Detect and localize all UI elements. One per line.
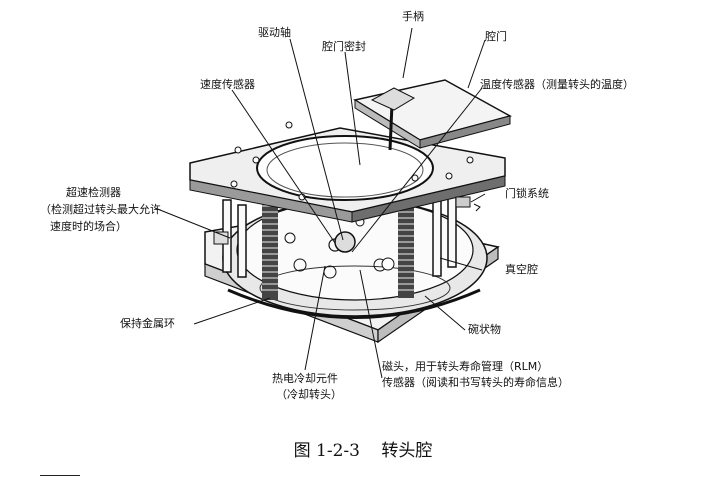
label-thermo-1: 热电冷却元件 bbox=[272, 372, 338, 385]
label-magnet-1: 磁头，用于转头寿命管理（RLM） bbox=[382, 360, 549, 373]
handle-part bbox=[370, 87, 416, 151]
leader-lines bbox=[154, 27, 486, 379]
door-seal-ring bbox=[256, 135, 434, 201]
label-bowl: 碗状物 bbox=[468, 323, 501, 336]
thermoelectric-coil-left bbox=[262, 200, 278, 300]
label-vacuum-chamber: 真空腔 bbox=[505, 263, 538, 276]
figure-caption: 图 1-2-3 转头腔 bbox=[0, 436, 726, 461]
figure-title: 转头腔 bbox=[381, 441, 433, 461]
retaining-ring bbox=[227, 288, 481, 319]
label-retaining-ring: 保持金属环 bbox=[120, 317, 175, 330]
label-speed-sensor: 速度传感器 bbox=[200, 78, 255, 91]
label-drive-shaft: 驱动轴 bbox=[258, 26, 291, 39]
label-overspeed-2: （检测超过转头最大允许 bbox=[40, 203, 161, 216]
label-cavity-door: 腔门 bbox=[485, 30, 507, 43]
figure-number: 图 1-2-3 bbox=[293, 441, 360, 461]
label-thermo-2: （冷却转头） bbox=[276, 388, 342, 401]
label-door-seal: 腔门密封 bbox=[322, 40, 366, 53]
footnote-rule bbox=[40, 475, 80, 476]
label-magnet-2: 传感器（阅读和书写转头的寿命信息） bbox=[382, 376, 569, 389]
label-overspeed-1: 超速检测器 bbox=[66, 186, 121, 199]
label-door-lock: 门锁系统 bbox=[505, 187, 549, 200]
label-overspeed-3: 速度时的场合） bbox=[50, 220, 127, 233]
door-lock bbox=[455, 196, 481, 212]
label-temp-sensor: 温度传感器（测量转头的温度） bbox=[480, 78, 634, 91]
thermoelectric-coil-right bbox=[398, 200, 414, 298]
label-handle: 手柄 bbox=[402, 10, 424, 23]
drive-shaft-hub bbox=[334, 231, 356, 253]
overspeed-detector bbox=[213, 231, 229, 245]
